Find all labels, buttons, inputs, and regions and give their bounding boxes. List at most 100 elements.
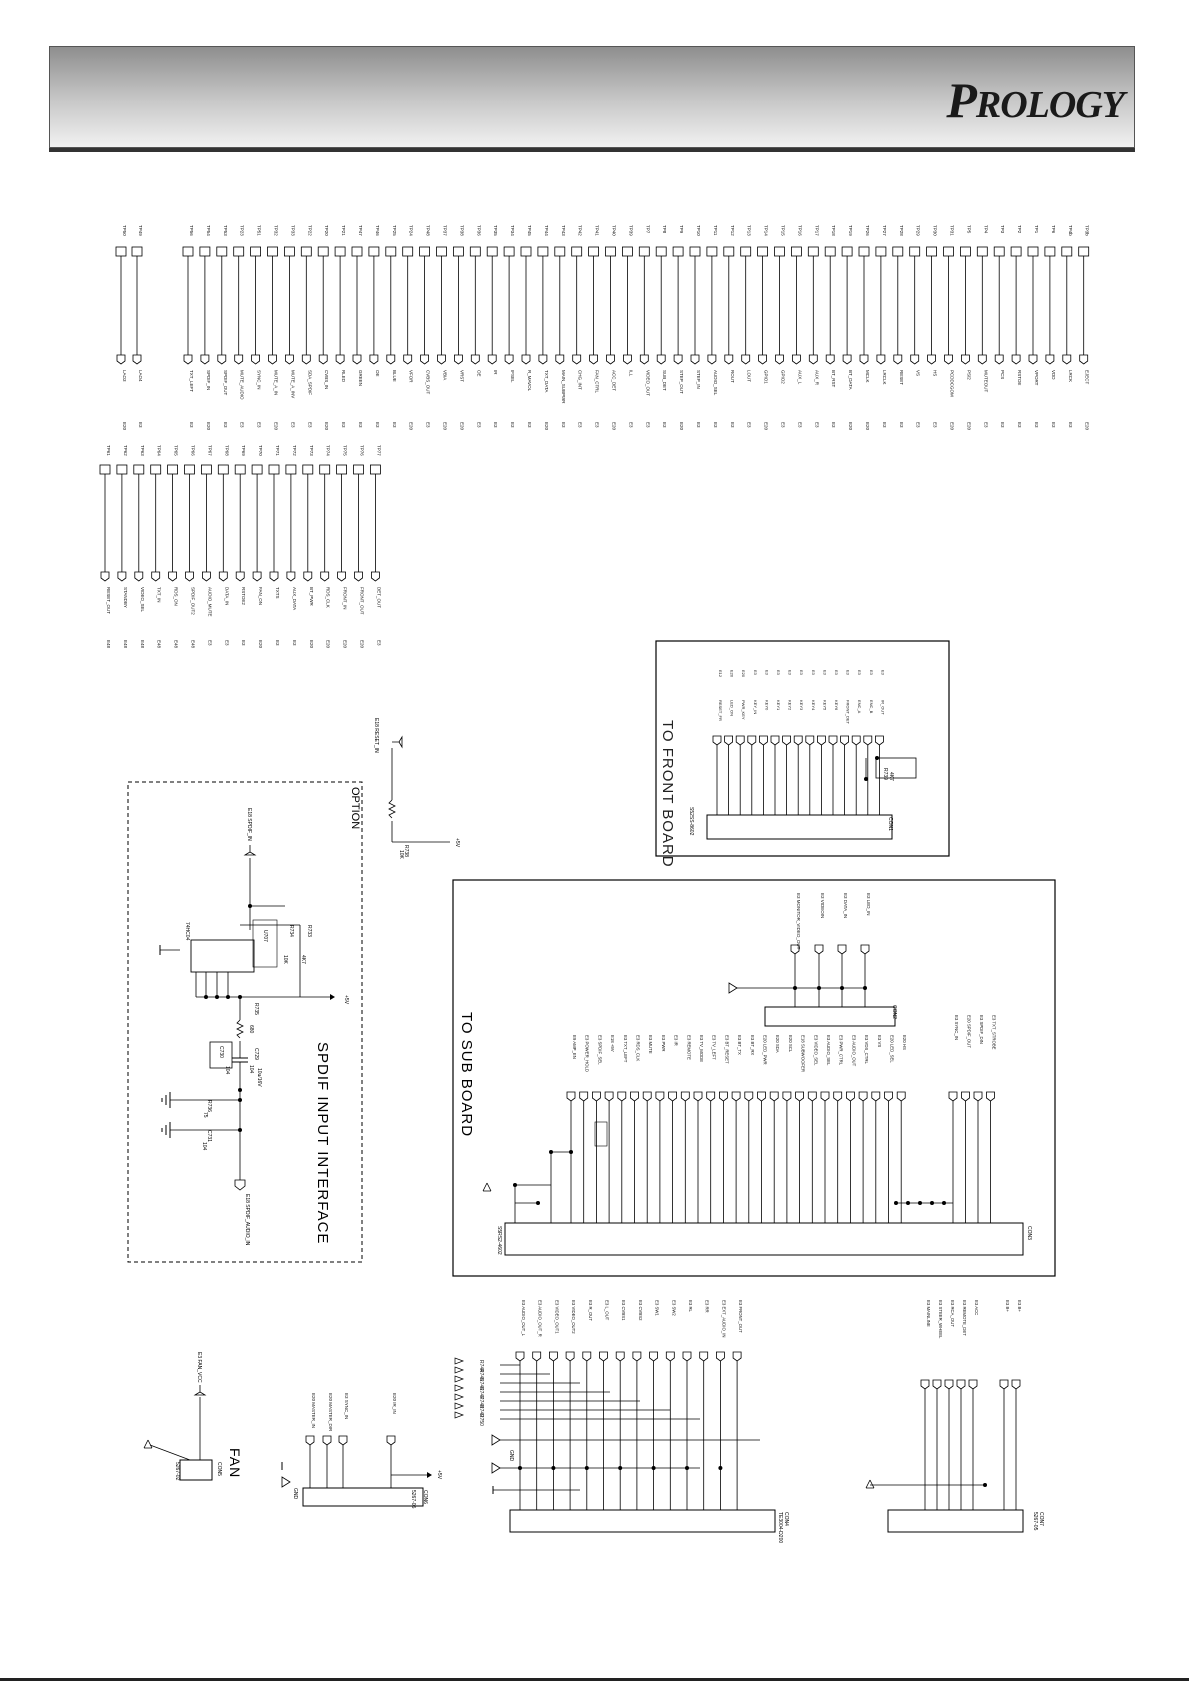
ref-label: E20 xyxy=(409,422,414,431)
ref-label: E48 xyxy=(106,640,111,649)
test-point-pad xyxy=(334,246,346,257)
ref-label: E3 xyxy=(224,640,229,646)
net-label: E9 AMP_EN xyxy=(572,1035,577,1059)
ref-label: E3 xyxy=(257,422,262,428)
net-flag xyxy=(269,571,279,582)
gnd-arrow xyxy=(454,1411,464,1419)
pin-ref: E3 xyxy=(846,670,851,676)
net-flag xyxy=(795,1091,804,1102)
gnd-arrow xyxy=(454,1366,464,1374)
ref-label: E3 xyxy=(933,422,938,428)
ref-label: E20 xyxy=(122,422,127,431)
ref-label: E3 xyxy=(781,422,786,428)
test-point-pad xyxy=(1044,246,1056,257)
junction xyxy=(718,1466,723,1470)
net-flag xyxy=(285,354,294,365)
ref-label: E20 xyxy=(1085,422,1090,431)
r739-value: 4K7 xyxy=(888,772,894,781)
resistor-label: R747 xyxy=(478,1387,484,1399)
test-point-pad xyxy=(706,246,718,257)
net-flag xyxy=(884,1091,893,1102)
net-flag xyxy=(337,571,346,582)
net-flag xyxy=(770,735,780,746)
net-label: LED_ON xyxy=(730,700,735,716)
net-label: STEP_OUT xyxy=(679,370,684,394)
tp-label: TP27 xyxy=(882,225,887,236)
front-board-connector: CON1 xyxy=(887,817,893,831)
net-flag xyxy=(994,354,1004,365)
net-label: ILL xyxy=(628,370,633,377)
net-label: E3 VS xyxy=(877,1035,882,1047)
ref-label: E3 xyxy=(713,422,718,428)
net-label: E3 CVBS2 xyxy=(638,1300,643,1321)
test-point-pad xyxy=(638,246,650,257)
brand-first: P xyxy=(946,72,977,128)
r733-ref: R733 xyxy=(306,925,312,937)
net-flag xyxy=(234,354,244,365)
pin-ref: E3 xyxy=(753,670,758,676)
ref-label: E20 xyxy=(258,640,263,649)
net-label: IR_OUT xyxy=(880,700,885,715)
test-point-pad xyxy=(960,246,971,257)
net-flag xyxy=(538,354,548,365)
net-label: RESET_OUT xyxy=(106,587,111,614)
net-flag xyxy=(639,354,649,365)
net-label: E3 ACC xyxy=(974,1300,979,1315)
ref-label: E20 xyxy=(865,422,870,431)
net-label: PS/2 xyxy=(966,370,971,380)
tp-label: TP23 xyxy=(240,225,245,236)
net-flag xyxy=(470,354,480,365)
net-label: E3 PWR_CTRL xyxy=(839,1035,844,1066)
net-flag xyxy=(322,1435,332,1446)
resistor-label: R745 xyxy=(478,1369,484,1381)
test-point-pad xyxy=(353,464,364,475)
tp-label: TP61 xyxy=(106,445,111,456)
fan-block: E3 FAN_VCC CON5 5267-02 FAN xyxy=(143,1352,243,1481)
tp-label: TP26 xyxy=(865,225,870,236)
test-point-pad xyxy=(184,464,195,475)
net-label: TXT_LEFT xyxy=(189,370,194,392)
net-label: BLUE xyxy=(392,370,397,382)
ref-label: E20 xyxy=(950,422,955,431)
net-label: CHG_INT xyxy=(578,370,583,390)
net-label: STEP_IN xyxy=(696,370,701,389)
net-label: E3 SW2 xyxy=(671,1300,676,1316)
tp-label: TP21 xyxy=(341,225,346,236)
net-label: E3 SW1 xyxy=(655,1300,660,1316)
tp-label: TP40 xyxy=(612,225,617,236)
net-label: E3 FRONT_OUT xyxy=(738,1300,743,1333)
junction xyxy=(536,1201,540,1205)
net-label: E3 RL xyxy=(688,1300,693,1313)
ref-label: E3 xyxy=(223,422,228,428)
net-flag xyxy=(1011,1379,1021,1390)
fan-net: E3 FAN_VCC xyxy=(196,1352,202,1383)
tp-label: TP69 xyxy=(241,445,246,456)
test-point-pad xyxy=(233,246,245,257)
junction xyxy=(864,777,868,781)
net-flag xyxy=(833,1091,843,1102)
test-point-pad xyxy=(1061,246,1073,257)
test-point-pad xyxy=(319,464,331,475)
net-flag xyxy=(858,1091,868,1102)
net-label: E3 TV_MODE xyxy=(699,1035,704,1062)
net-flag xyxy=(973,1091,983,1102)
net-flag xyxy=(487,354,497,365)
junction xyxy=(513,1183,517,1187)
net-flag xyxy=(927,354,936,365)
net-label: GREEN xyxy=(358,370,363,386)
net-flag xyxy=(521,354,531,365)
test-point-pad xyxy=(1010,246,1022,257)
ref-label: E20 xyxy=(206,422,211,431)
net-flag xyxy=(842,354,852,365)
net-flag xyxy=(437,354,446,365)
net-flag xyxy=(956,1379,966,1390)
option-label: OPTION xyxy=(349,787,361,829)
ref-label: E3 xyxy=(189,422,194,428)
test-point-pad xyxy=(167,464,179,475)
net-label: E3 LED_IN xyxy=(866,893,871,916)
net-label: KEY4 xyxy=(811,700,816,711)
net-flag xyxy=(217,354,227,365)
